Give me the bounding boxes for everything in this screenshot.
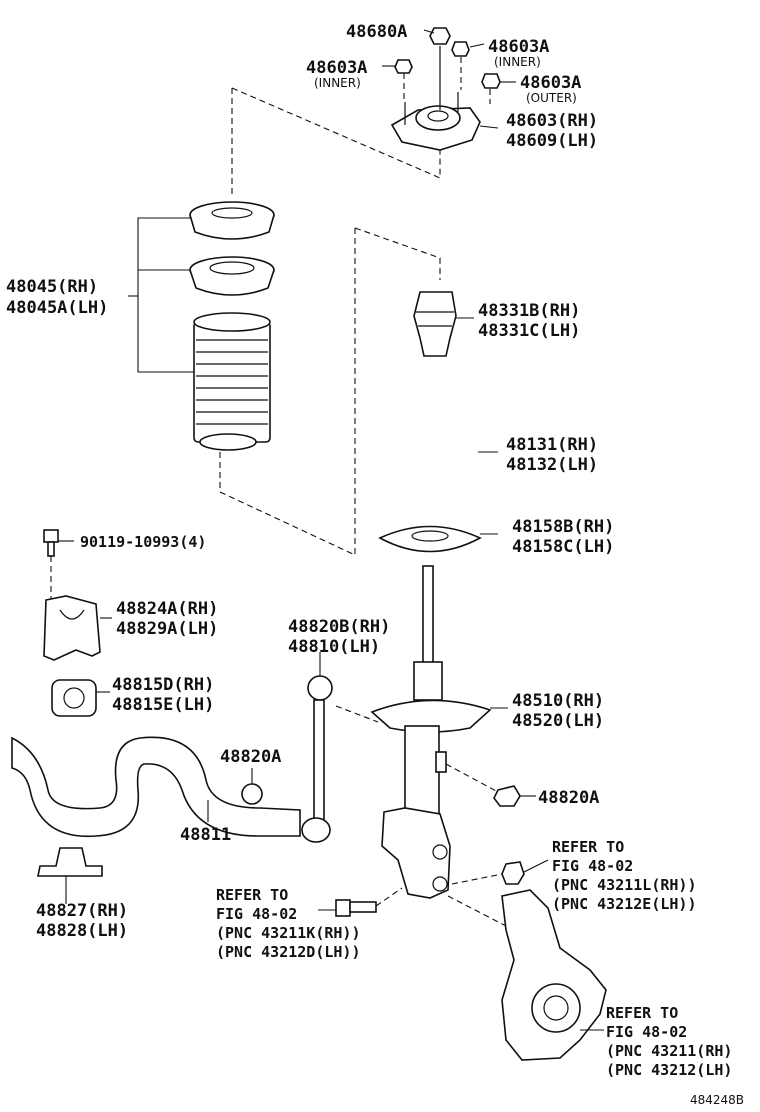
label-48680A: 48680A bbox=[346, 22, 407, 42]
bolt-90119[interactable] bbox=[43, 529, 59, 557]
ref1-line3: (PNC 43211L(RH)) bbox=[552, 876, 697, 894]
stabilizer-link[interactable] bbox=[301, 675, 333, 843]
bump-stopper[interactable] bbox=[413, 291, 457, 357]
label-inner-left: (INNER) bbox=[314, 76, 361, 90]
label-48045A-lh: 48045A(LH) bbox=[6, 298, 108, 318]
label-48811: 48811 bbox=[180, 825, 231, 845]
label-inner-top: (INNER) bbox=[494, 55, 541, 69]
ref1-line4: (PNC 43212E(LH)) bbox=[552, 895, 697, 913]
ref1-line1: REFER TO bbox=[552, 838, 624, 856]
label-48603A-top: 48603A bbox=[488, 37, 549, 57]
label-outer: (OUTER) bbox=[526, 91, 577, 105]
label-48045-rh: 48045(RH) bbox=[6, 277, 98, 297]
stabilizer-bar[interactable] bbox=[11, 736, 301, 838]
steering-knuckle[interactable] bbox=[501, 889, 607, 1061]
dust-boot[interactable] bbox=[193, 312, 271, 451]
ref3-line1: REFER TO bbox=[606, 1004, 678, 1022]
label-48603A-outer: 48603A bbox=[520, 73, 581, 93]
label-48158C-lh: 48158C(LH) bbox=[512, 537, 614, 557]
bushing-48820A-left[interactable] bbox=[241, 783, 263, 805]
bar-bracket-48827[interactable] bbox=[37, 847, 103, 877]
bolt-43211K[interactable] bbox=[335, 899, 377, 917]
upper-support-bearing[interactable] bbox=[415, 105, 461, 131]
label-48132-lh: 48132(LH) bbox=[506, 455, 598, 475]
ref2-line2: FIG 48-02 bbox=[216, 905, 297, 923]
label-48603-rh: 48603(RH) bbox=[506, 111, 598, 131]
ref3-line2: FIG 48-02 bbox=[606, 1023, 687, 1041]
label-48520-lh: 48520(LH) bbox=[512, 711, 604, 731]
nut-48820A-right[interactable] bbox=[493, 785, 521, 807]
label-48510-rh: 48510(RH) bbox=[512, 691, 604, 711]
label-48824A-rh: 48824A(RH) bbox=[116, 599, 218, 619]
ref2-line1: REFER TO bbox=[216, 886, 288, 904]
lower-insulator[interactable] bbox=[378, 525, 482, 553]
label-48609-lh: 48609(LH) bbox=[506, 131, 598, 151]
figure-code: 484248B bbox=[690, 1093, 744, 1107]
label-48815D-rh: 48815D(RH) bbox=[112, 675, 214, 695]
stabilizer-bushing[interactable] bbox=[51, 679, 97, 717]
nut-48603A-outer[interactable] bbox=[481, 73, 501, 89]
ref3-line3: (PNC 43211(RH) bbox=[606, 1042, 732, 1060]
ref3-line4: (PNC 43212(LH) bbox=[606, 1061, 732, 1079]
ref2-line3: (PNC 43211K(RH)) bbox=[216, 924, 361, 942]
ref2-line4: (PNC 43212D(LH)) bbox=[216, 943, 361, 961]
label-48828-lh: 48828(LH) bbox=[36, 921, 128, 941]
label-48331C-lh: 48331C(LH) bbox=[478, 321, 580, 341]
shock-absorber[interactable] bbox=[370, 565, 492, 899]
label-48827-rh: 48827(RH) bbox=[36, 901, 128, 921]
nut-43211L[interactable] bbox=[501, 861, 525, 885]
nut-48603A-left-inner[interactable] bbox=[394, 59, 413, 74]
label-48331B-rh: 48331B(RH) bbox=[478, 301, 580, 321]
label-48820A-right: 48820A bbox=[538, 788, 599, 808]
coil-spring[interactable] bbox=[382, 364, 478, 504]
label-48603A-left: 48603A bbox=[306, 58, 367, 78]
stabilizer-bracket[interactable] bbox=[43, 595, 101, 661]
nut-48680A[interactable] bbox=[429, 27, 451, 45]
label-90119: 90119-10993(4) bbox=[80, 533, 206, 551]
nut-48603A-top-inner[interactable] bbox=[451, 41, 470, 57]
ref1-line2: FIG 48-02 bbox=[552, 857, 633, 875]
label-48820B-rh: 48820B(RH) bbox=[288, 617, 390, 637]
label-48158B-rh: 48158B(RH) bbox=[512, 517, 614, 537]
label-48810-lh: 48810(LH) bbox=[288, 637, 380, 657]
label-48815E-lh: 48815E(LH) bbox=[112, 695, 214, 715]
label-48829A-lh: 48829A(LH) bbox=[116, 619, 218, 639]
upper-support-group bbox=[382, 27, 516, 151]
insulator-group bbox=[128, 201, 275, 451]
label-48820A-left: 48820A bbox=[220, 747, 281, 767]
label-48131-rh: 48131(RH) bbox=[506, 435, 598, 455]
